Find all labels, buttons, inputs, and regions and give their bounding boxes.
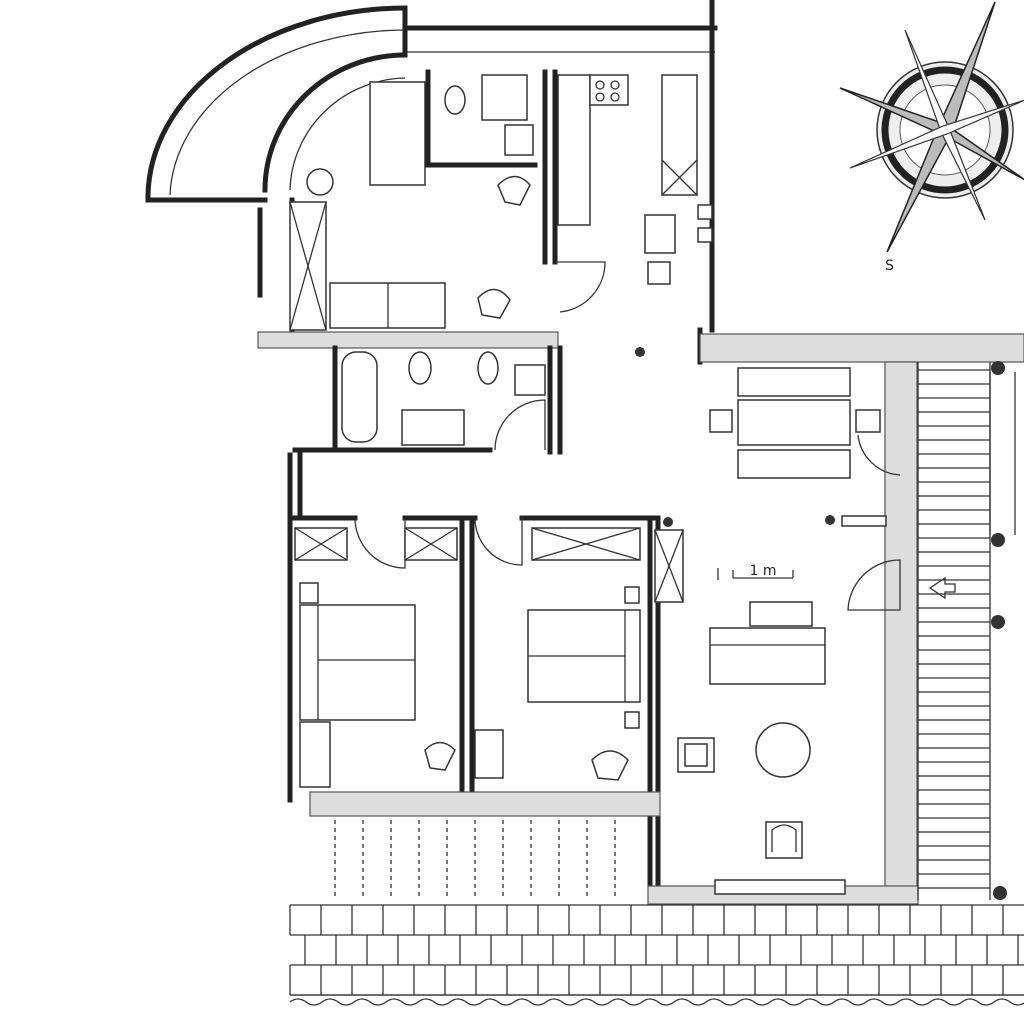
stool xyxy=(709,409,733,433)
shower xyxy=(481,74,528,121)
bed xyxy=(299,604,416,721)
compass-south-label: S xyxy=(885,258,894,274)
porch xyxy=(917,362,991,900)
stove xyxy=(589,74,629,106)
stone-wall-south xyxy=(309,791,661,817)
scale-bar-label: 1 m xyxy=(750,563,777,579)
chair xyxy=(306,168,334,196)
toilet xyxy=(408,351,432,385)
bedroom-east xyxy=(474,527,684,781)
chair xyxy=(647,261,671,285)
doors xyxy=(354,261,901,611)
chair xyxy=(497,175,531,206)
counter-right xyxy=(661,74,698,196)
chair xyxy=(591,750,629,781)
stool xyxy=(855,409,881,433)
round-table xyxy=(755,722,811,778)
bed xyxy=(369,81,426,186)
stone-wall-east xyxy=(884,361,918,893)
dining-table xyxy=(737,399,851,446)
sofa xyxy=(709,627,826,685)
entrance-arrow-icon xyxy=(928,576,956,600)
curved-wall xyxy=(145,5,408,203)
chair xyxy=(477,288,511,319)
table xyxy=(644,214,676,254)
upper-bathroom xyxy=(444,74,534,206)
bedroom-west xyxy=(294,527,458,788)
hatched-wall-north xyxy=(257,331,559,349)
counter-left xyxy=(557,74,591,226)
window-sill xyxy=(714,879,846,895)
hedge-line xyxy=(289,998,1024,1006)
stone-wall-north xyxy=(699,333,1024,363)
chair xyxy=(424,741,456,771)
central-bathroom xyxy=(341,351,546,446)
toilet xyxy=(444,85,466,115)
terrace-paving xyxy=(289,820,1024,996)
upper-bedroom xyxy=(289,81,511,331)
kitchen xyxy=(557,74,713,357)
double-sink xyxy=(401,409,465,446)
compass-rose: S xyxy=(839,1,1024,274)
bench xyxy=(737,367,851,397)
bench xyxy=(737,449,851,479)
walls xyxy=(257,0,1024,905)
bathtub xyxy=(341,351,378,443)
sink xyxy=(504,124,534,156)
scale-bar: 1 m xyxy=(717,563,794,580)
living-room: 1 m xyxy=(663,367,956,859)
desk xyxy=(474,729,504,779)
cabinet xyxy=(514,364,546,396)
bidet xyxy=(477,351,499,385)
coffee-table xyxy=(749,601,813,627)
columns xyxy=(989,361,1016,900)
